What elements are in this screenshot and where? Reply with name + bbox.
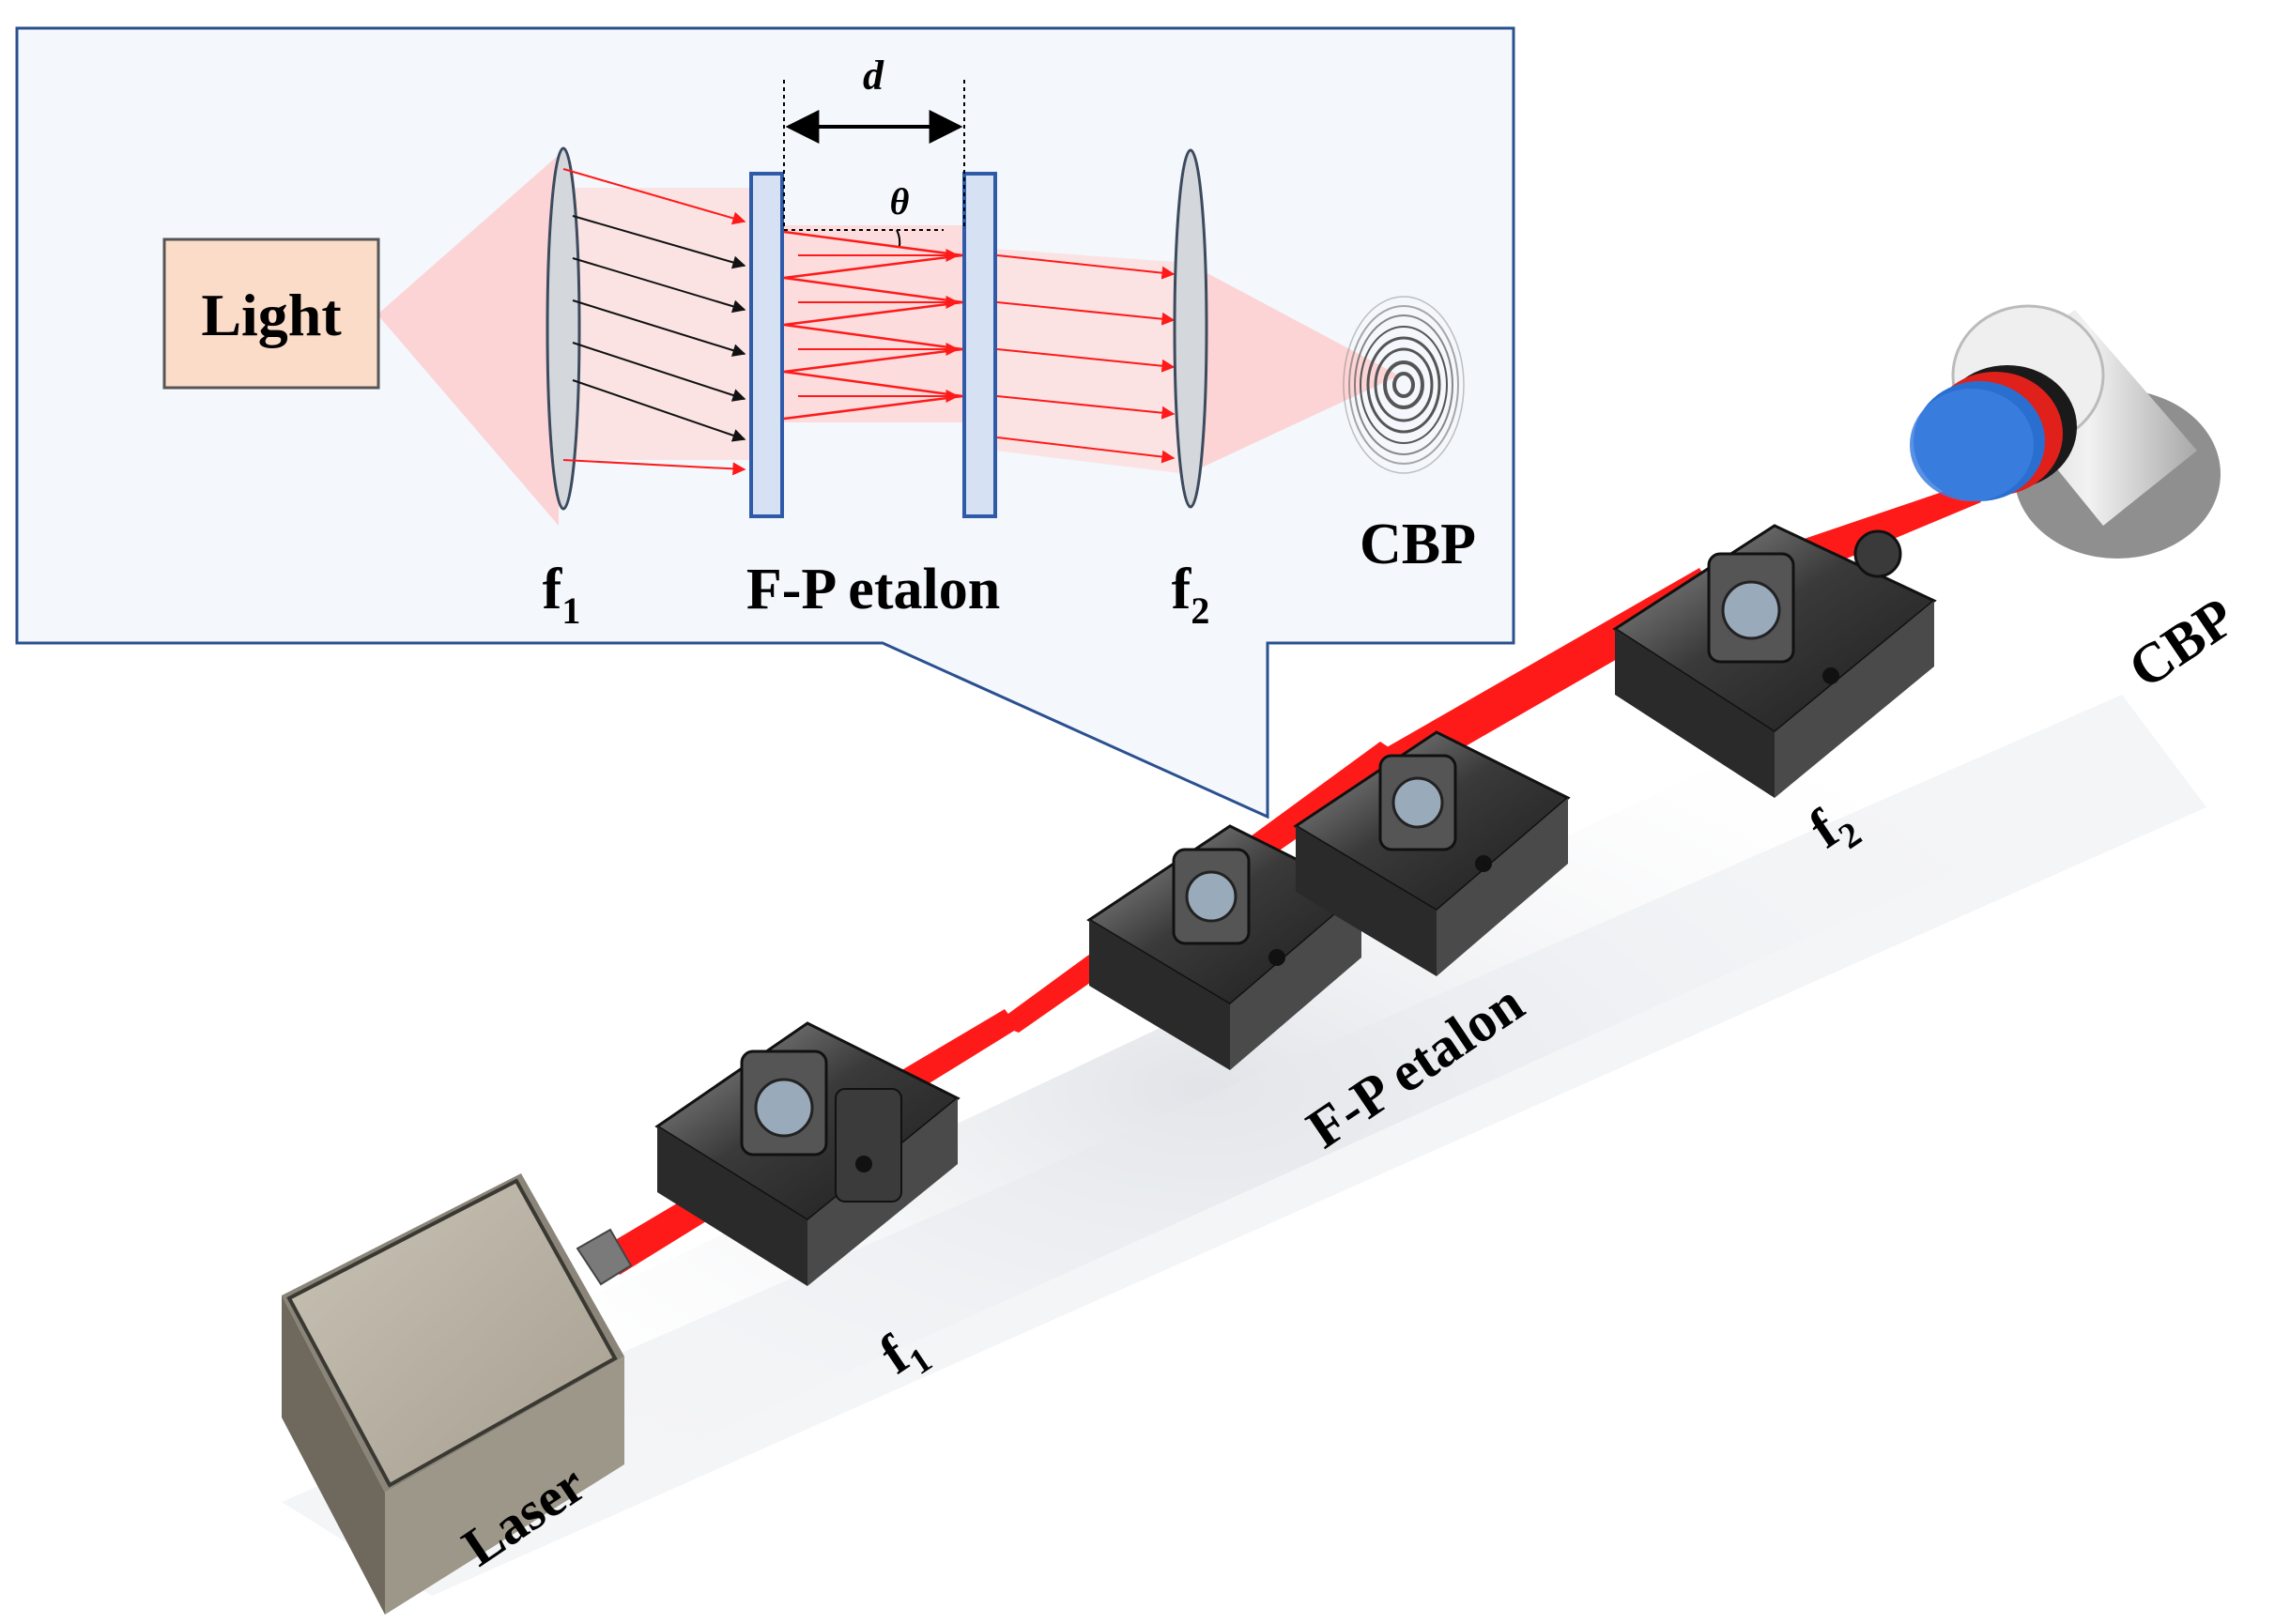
light-cone-right (1188, 263, 1399, 474)
inset-cbp-label: CBP (1360, 513, 1476, 576)
etalon-plate-right (962, 172, 997, 518)
lens-mount-f2 (1612, 524, 1937, 798)
inset-callout: Light θ d (15, 26, 1515, 820)
ground-shadow-soft (282, 695, 2206, 1596)
light-beam-through-f1 (559, 188, 756, 460)
etalon-mount-right (1293, 730, 1571, 976)
light-source-label: Light (201, 282, 342, 348)
interference-rings-icon (1343, 296, 1465, 474)
cavity-reflections (783, 230, 963, 421)
setup-3d-scene (235, 304, 2221, 1615)
cavity-reflection-arrows (798, 249, 960, 403)
d-label: d (863, 53, 884, 99)
rays-etalon-to-f2 (996, 254, 1176, 464)
inset-f1-label: f1 (543, 558, 581, 632)
rays-f1-to-etalon (562, 168, 746, 476)
lens-mount-f1 (654, 1021, 961, 1286)
ground-shadow (235, 601, 2178, 1577)
inset-f2-label: f2 (1172, 558, 1210, 632)
light-beam-cavity (779, 225, 965, 422)
lens-f2 (1173, 148, 1208, 509)
theta-arc (896, 229, 901, 247)
theta-label: θ (890, 180, 910, 222)
inset-labels: f1 F-P etalon f2 CBP (543, 513, 1476, 632)
etalon-mount-left (1086, 824, 1364, 1070)
light-cone-left (377, 155, 559, 526)
laser-box-icon (282, 1173, 633, 1615)
light-beam-after-etalon (995, 249, 1188, 474)
lens-f1 (546, 146, 581, 511)
etalon-plate-left (749, 172, 784, 518)
scene-cbp-label: CBP (2117, 586, 2245, 700)
light-source-box: Light (162, 237, 380, 390)
inset-etalon-label: F-P etalon (746, 558, 1000, 621)
cbp-detector-icon (1910, 304, 2221, 559)
